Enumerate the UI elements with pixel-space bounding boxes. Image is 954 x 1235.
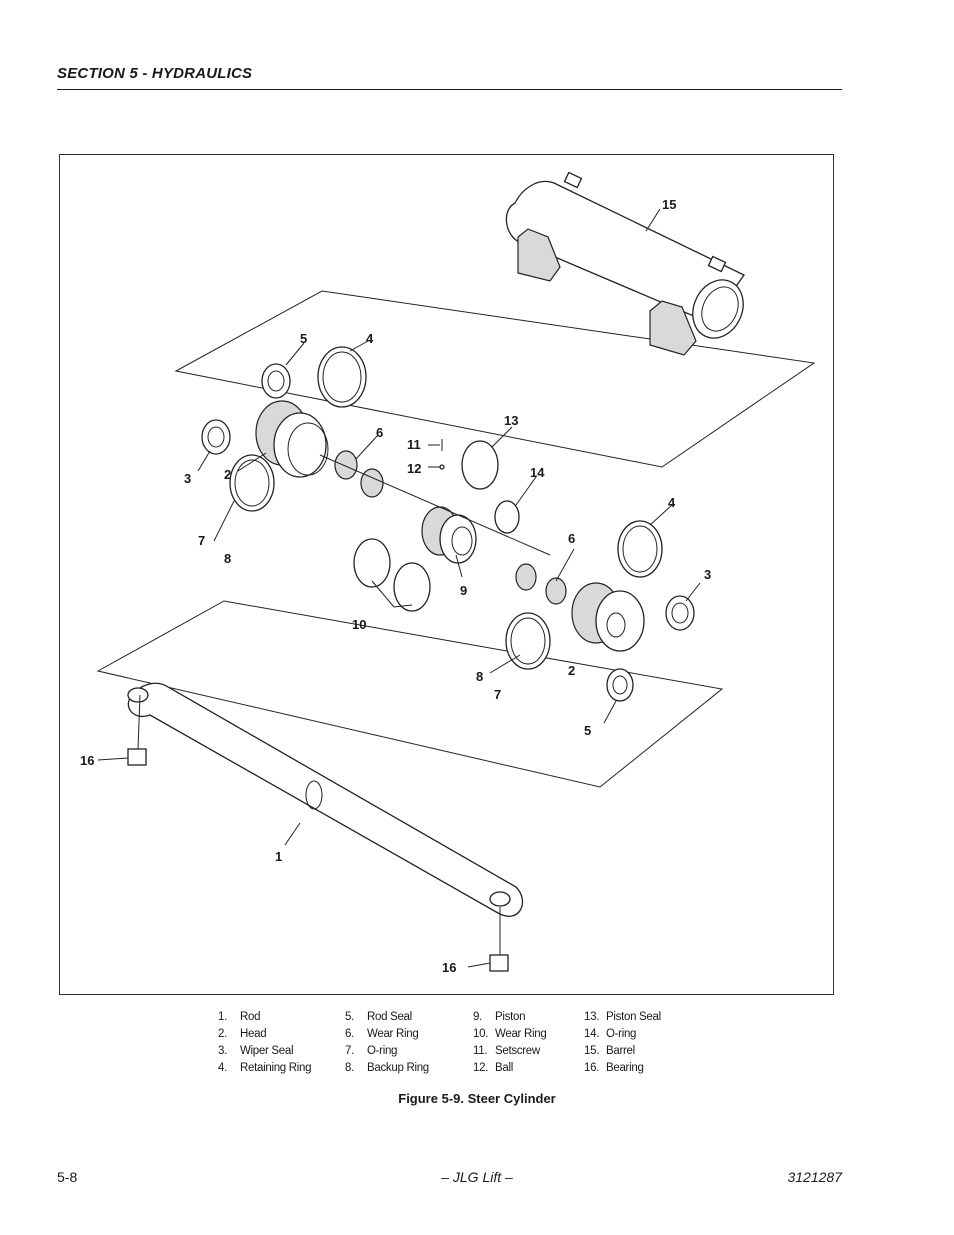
- rod-part: [127, 682, 524, 917]
- callout-3-upper: 3: [184, 471, 191, 486]
- wear-ring-6c: [515, 563, 537, 591]
- callout-8-upper: 8: [224, 551, 231, 566]
- retaining-ring-upper: [317, 346, 367, 408]
- callout-2-lower: 2: [568, 663, 575, 678]
- callout-2-upper: 2: [224, 467, 231, 482]
- callout-3-lower: 3: [704, 567, 711, 582]
- rod-seal-upper: [261, 363, 291, 399]
- o-ring-14: [494, 500, 520, 534]
- callout-5-lower: 5: [584, 723, 591, 738]
- lower-plane: [96, 600, 724, 788]
- rod-seal-lower: [606, 668, 634, 702]
- backup-ring-lower: [505, 612, 551, 670]
- bearing-lower: [489, 954, 509, 972]
- barrel-part: [505, 171, 745, 356]
- document-number: 3121287: [787, 1169, 842, 1185]
- callout-16-upper: 16: [80, 753, 94, 768]
- callout-4-upper: 4: [366, 331, 374, 346]
- wear-ring-6d: [545, 577, 567, 605]
- callout-6-lower: 6: [568, 531, 575, 546]
- callout-16-lower: 16: [442, 960, 456, 975]
- callout-13: 13: [504, 413, 518, 428]
- callout-10: 10: [352, 617, 366, 632]
- piston-part: [421, 506, 477, 564]
- footer-brand: – JLG Lift –: [441, 1169, 513, 1185]
- callout-15: 15: [662, 197, 676, 212]
- page-number: 5-8: [57, 1169, 78, 1185]
- o-ring-upper: [229, 454, 275, 512]
- wiper-seal-lower: [665, 595, 695, 631]
- steer-cylinder-diagram: 15 5 4 3 2 6 11 12 13 14 7 8 10 9 6 4 3 …: [80, 171, 816, 975]
- head-lower: [571, 582, 645, 652]
- exploded-diagram-frame: 15 5 4 3 2 6 11 12 13 14 7 8 10 9 6 4 3 …: [59, 154, 834, 995]
- ball: [439, 464, 445, 470]
- figure-caption: Figure 5-9. Steer Cylinder: [398, 1091, 556, 1106]
- parts-legend: 1.Rod 2.Head 3.Wiper Seal 4.Retaining Ri…: [218, 1011, 661, 1074]
- header-divider: [57, 89, 842, 90]
- piston-seal: [461, 440, 499, 490]
- callout-14: 14: [530, 465, 545, 480]
- callout-12: 12: [407, 461, 421, 476]
- retaining-ring-lower: [617, 520, 663, 578]
- wear-ring-10a: [353, 538, 391, 588]
- head-upper: [255, 400, 329, 478]
- callout-6-upper: 6: [376, 425, 383, 440]
- section-title: SECTION 5 - HYDRAULICS: [57, 65, 253, 82]
- bearing-upper: [127, 748, 147, 766]
- wear-ring-6a: [334, 450, 358, 480]
- callout-8-lower: 8: [476, 669, 483, 684]
- callout-1: 1: [275, 849, 282, 864]
- wear-ring-6b: [360, 468, 384, 498]
- callout-5-upper: 5: [300, 331, 307, 346]
- callout-7-lower: 7: [494, 687, 501, 702]
- callout-4-lower: 4: [668, 495, 676, 510]
- callout-9: 9: [460, 583, 467, 598]
- callout-11: 11: [407, 437, 421, 452]
- wear-ring-10b: [393, 562, 431, 612]
- callout-7-upper: 7: [198, 533, 205, 548]
- wiper-seal-upper: [201, 419, 231, 455]
- upper-plane: [174, 290, 816, 468]
